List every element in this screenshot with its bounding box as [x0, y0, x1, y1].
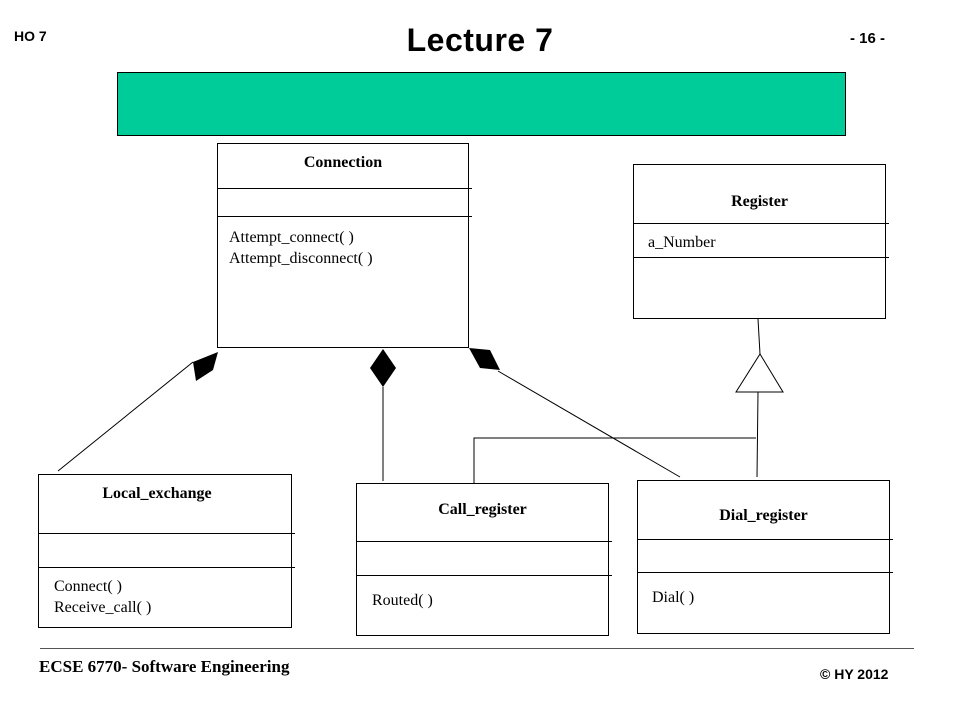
divider [357, 575, 612, 576]
operation: Connect( ) [54, 578, 122, 595]
operations-list: Routed( ) [372, 590, 433, 611]
composition-diamond-call [370, 349, 396, 387]
operation: Attempt_disconnect( ) [229, 250, 373, 267]
class-name: Register [731, 193, 788, 210]
class-name: Dial_register [719, 507, 808, 524]
course-name: ECSE 6770- Software Engineering [39, 657, 290, 676]
title-banner [117, 72, 846, 136]
operation: Receive_call( ) [54, 599, 152, 616]
footer-divider [40, 648, 914, 649]
class-name: Call_register [438, 501, 527, 518]
call-register-class: Call_register Routed( ) [356, 483, 612, 636]
connection-class: Connection Attempt_connect( ) Attempt_di… [217, 143, 472, 348]
class-name: Local_exchange [102, 485, 212, 502]
operations-list: Connect( ) Receive_call( ) [54, 576, 151, 618]
attributes-list: a_Number [648, 232, 716, 253]
divider [218, 188, 472, 189]
dial-register-link [497, 370, 681, 478]
composition-diamond-local [193, 352, 218, 381]
operation: Dial( ) [652, 589, 695, 606]
operation: Routed( ) [372, 592, 433, 609]
page-number: - 16 - [850, 30, 886, 47]
call-register-inherit-link [473, 437, 756, 483]
divider [218, 216, 472, 217]
divider [357, 541, 612, 542]
register-class: Register a_Number [633, 164, 889, 319]
page-title: Lecture 7 [406, 22, 554, 58]
divider [39, 567, 295, 568]
class-name: Connection [303, 154, 383, 171]
operations-list: Dial( ) [652, 587, 694, 608]
generalization-triangle [735, 353, 784, 393]
composition-diamond-dial [469, 348, 500, 370]
divider [634, 257, 889, 258]
operation: Attempt_connect( ) [229, 229, 354, 246]
copyright: © HY 2012 [820, 666, 889, 682]
divider [39, 533, 295, 534]
handout-number: HO 7 [14, 28, 47, 44]
dial-register-inherit-link [756, 391, 759, 478]
divider [634, 223, 889, 224]
local-exchange-class: Local_exchange Connect( ) Receive_call( … [38, 474, 295, 628]
dial-register-class: Dial_register Dial( ) [637, 480, 893, 634]
divider [638, 539, 893, 540]
operations-list: Attempt_connect( ) Attempt_disconnect( ) [229, 227, 373, 269]
local-exchange-link [57, 361, 194, 472]
register-link [757, 318, 761, 355]
divider [638, 572, 893, 573]
attribute: a_Number [648, 234, 716, 251]
